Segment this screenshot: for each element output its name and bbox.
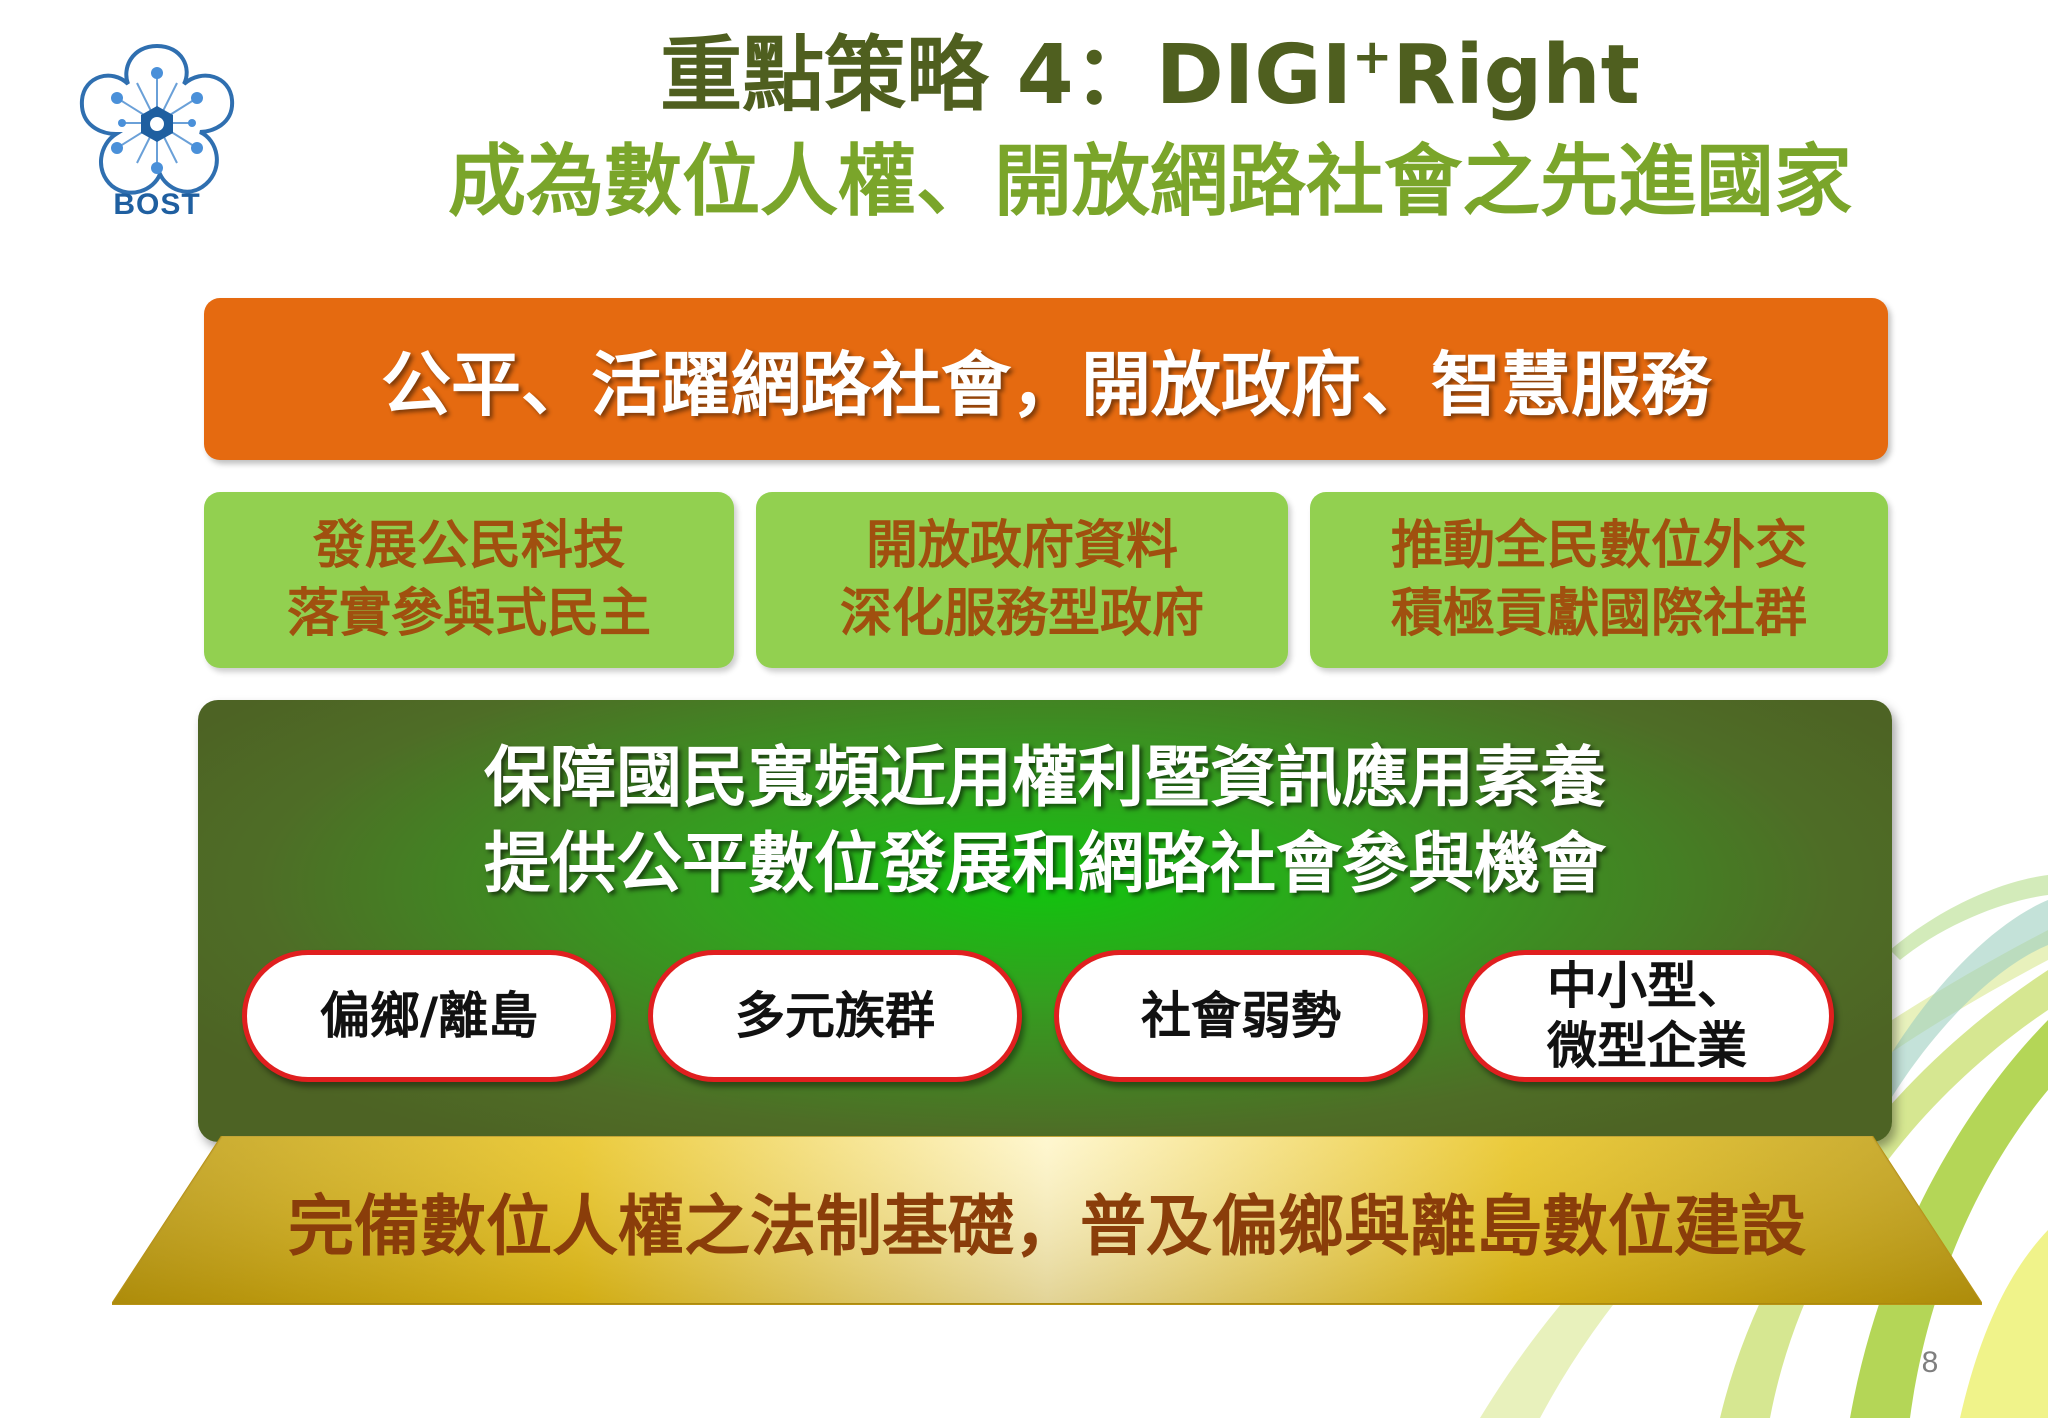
core-line2: 提供公平數位發展和網路社會參與機會 [484, 825, 1606, 902]
plum-blossom-logo-icon [79, 43, 235, 195]
title-suffix: Right [1392, 28, 1640, 123]
vision-banner: 公平、活躍網路社會，開放政府、智慧服務 [204, 298, 1888, 460]
pill-label-line1: 中小型、 [1547, 957, 1747, 1015]
page-number: 8 [1921, 1346, 1939, 1379]
pillar-line1: 推動全民數位外交 [1390, 516, 1807, 576]
pillar-line2: 積極貢獻國際社群 [1390, 584, 1807, 644]
pillar-civic-tech: 發展公民科技 落實參與式民主 [204, 492, 734, 668]
group-pill-disadvantaged: 社會弱勢 [1054, 950, 1428, 1082]
group-pill-ethnic-groups: 多元族群 [648, 950, 1022, 1082]
pill-label-line2: 微型企業 [1547, 1017, 1747, 1075]
page-subtitle: 成為數位人權、開放網路社會之先進國家 [447, 137, 1852, 227]
core-line1: 保障國民寬頻近用權利暨資訊應用素養 [484, 739, 1606, 816]
group-pill-smes: 中小型、 微型企業 [1460, 950, 1834, 1082]
pillar-open-data: 開放政府資料 深化服務型政府 [756, 492, 1288, 668]
pillar-digital-diplomacy: 推動全民數位外交 積極貢獻國際社群 [1310, 492, 1888, 668]
foundation-base [112, 1136, 1982, 1305]
pill-label: 社會弱勢 [1141, 987, 1341, 1045]
group-pill-remote-islands: 偏鄉/離島 [242, 950, 616, 1082]
pillar-line1: 開放政府資料 [865, 516, 1178, 576]
pill-label: 多元族群 [735, 987, 935, 1045]
pillar-line2: 落實參與式民主 [286, 584, 651, 644]
page-title: 重點策略 4：DIGI+Right [300, 26, 2000, 126]
title-prefix: 重點策略 4：DIGI [660, 28, 1353, 123]
pill-label: 偏鄉/離島 [319, 987, 539, 1045]
logo-text: BOST [113, 188, 201, 221]
foundation-text: 完備數位人權之法制基礎，普及偏鄉與離島數位建設 [288, 1188, 1806, 1265]
pillar-line2: 深化服務型政府 [839, 584, 1204, 644]
pillar-line1: 發展公民科技 [312, 516, 625, 576]
title-superscript: + [1352, 29, 1393, 85]
